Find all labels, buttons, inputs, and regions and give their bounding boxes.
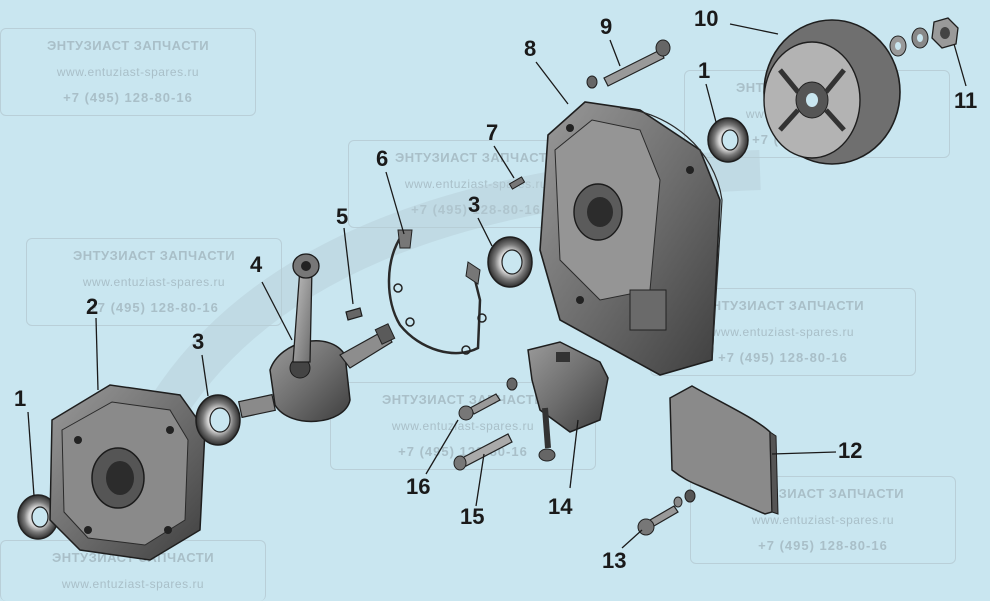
part-13-screw <box>637 489 696 536</box>
part-9-screw <box>586 39 671 89</box>
leader-lines <box>27 23 967 549</box>
part-2-crankcase-half <box>49 384 206 561</box>
part-8-crankcase-housing <box>539 101 723 376</box>
part-3-bearing-left <box>195 394 241 446</box>
part-6-gasket <box>387 229 487 355</box>
part-10-flywheel <box>763 19 901 165</box>
part-1-seal-left <box>17 494 59 540</box>
part-7-pin <box>508 176 526 190</box>
part-5-key <box>345 307 363 321</box>
part-15-bolt <box>453 433 513 471</box>
part-11-nut-washers <box>889 17 959 57</box>
exploded-parts-diagram: ЭНТУЗИАСТ ЗАПЧАСТИ www.entuziast-spares.… <box>0 8 977 601</box>
parts-drawing <box>17 17 967 561</box>
part-4-crankshaft <box>237 253 396 423</box>
part-3-bearing-center <box>487 236 533 288</box>
part-1-seal-right <box>707 117 749 163</box>
part-14-ignition-module <box>527 341 609 462</box>
part-16-screw <box>458 377 518 421</box>
part-12-cover-plate <box>669 385 779 515</box>
